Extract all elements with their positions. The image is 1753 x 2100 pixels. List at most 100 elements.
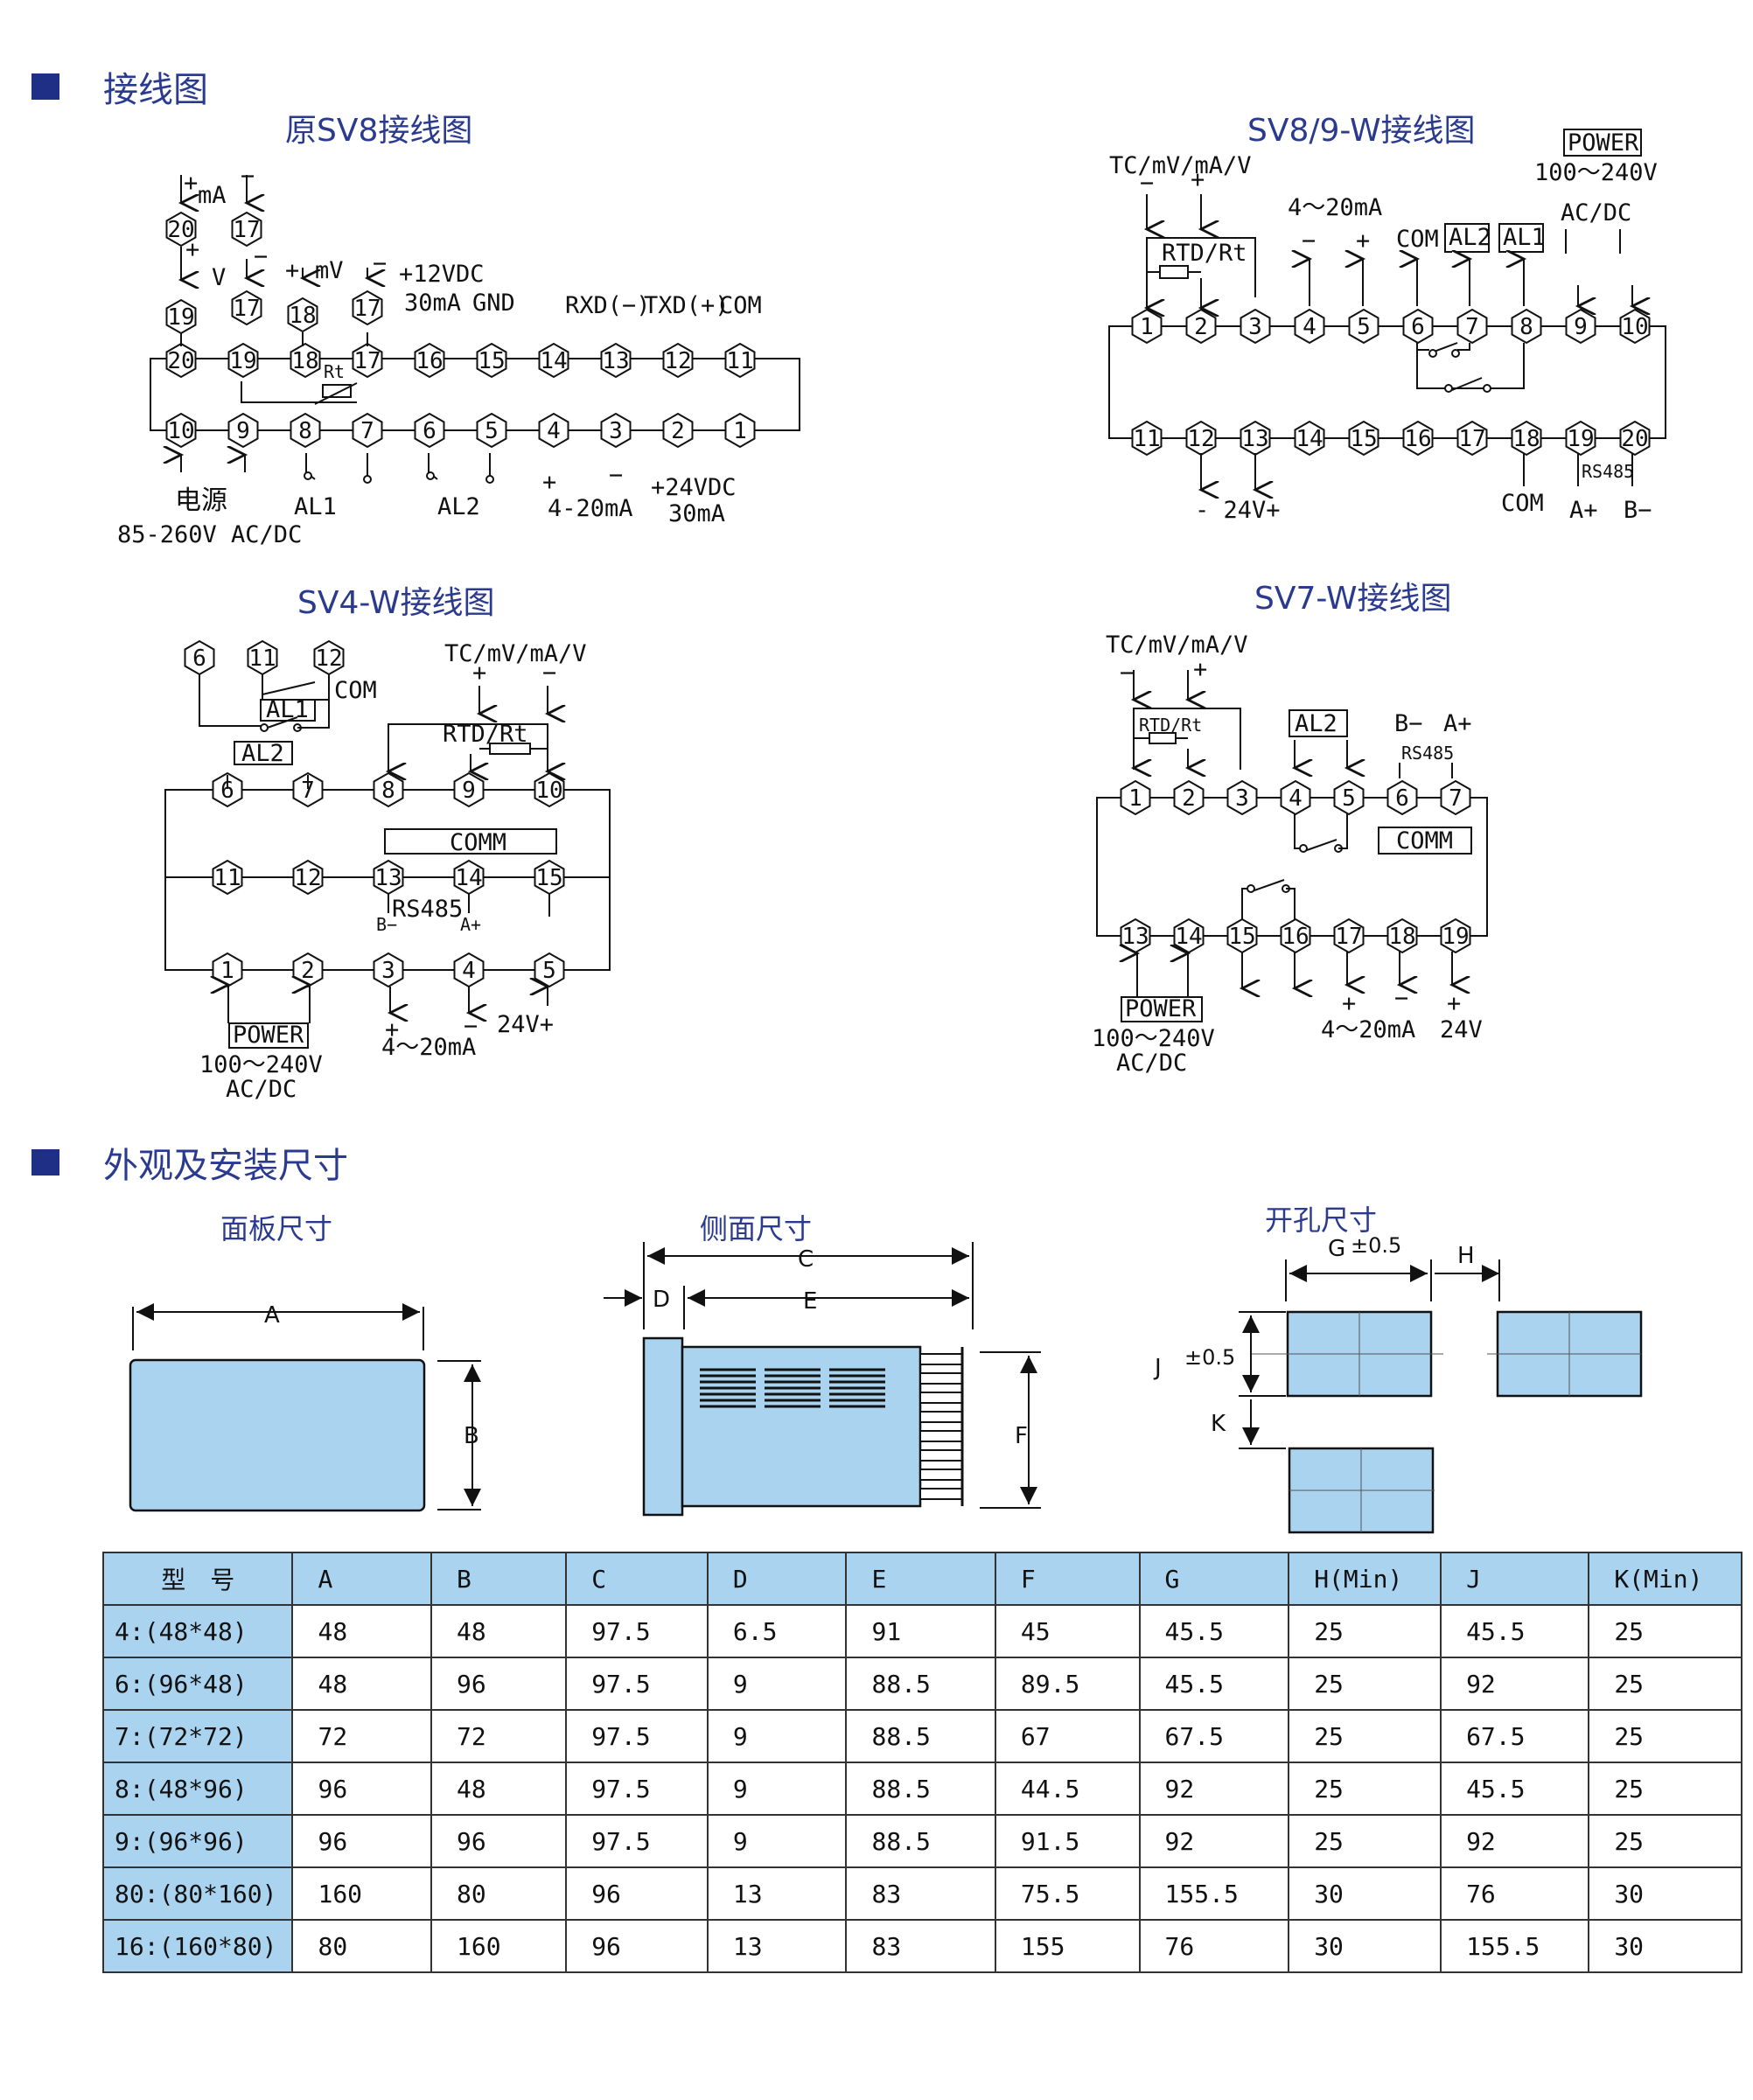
sv7w-terminal-4-label: 4: [1289, 785, 1303, 812]
sv8-terminal-3: [600, 412, 632, 449]
table-cell: 83: [845, 1866, 996, 1921]
diagram-label: COM: [1501, 490, 1544, 517]
table-cell: 97.5: [565, 1657, 709, 1711]
diagram-label: 30mA: [668, 500, 725, 527]
sv4w-terminal-7: [292, 771, 324, 808]
table-header-cell: E: [845, 1552, 996, 1606]
sv7w-terminal-19: [1440, 917, 1471, 954]
diagram-label: −: [1140, 170, 1154, 197]
sv8-aux-terminal-17: [352, 290, 383, 326]
diagram-label: TXD(+): [644, 292, 730, 319]
table-cell: 67.5: [1440, 1709, 1590, 1763]
diagram-label: COM: [1396, 226, 1439, 253]
diagram-stroke: [199, 673, 236, 727]
table-cell: 25: [1588, 1762, 1743, 1816]
diagram-stroke: [388, 723, 548, 761]
sv4w-terminal-3-label: 3: [381, 958, 395, 984]
table-header-cell: F: [994, 1552, 1141, 1606]
diagram-label: E: [803, 1288, 817, 1315]
diagram-stroke: [642, 1336, 684, 1517]
sv8-aux-terminal-17-label: 17: [353, 296, 381, 322]
sv7w-terminal-6: [1386, 779, 1418, 816]
sv89w-terminal-18: [1511, 420, 1542, 457]
model-cell: 16:(160*80): [101, 1919, 294, 1973]
diagram-label: +: [184, 170, 198, 197]
sv89w-terminal-13-label: 13: [1241, 426, 1268, 452]
diagram-stroke: [1247, 884, 1255, 893]
sv89w-terminal-17-label: 17: [1458, 426, 1485, 452]
section-dimensions: 外观及安装尺寸: [31, 1137, 348, 1188]
diagram-label: −: [1120, 659, 1134, 687]
sv89w-terminal-19-label: 19: [1567, 426, 1594, 452]
sv89w-terminal-8: [1511, 308, 1542, 345]
table-cell: 72: [291, 1709, 433, 1763]
sv89w-terminal-9: [1565, 308, 1596, 345]
table-cell: 25: [1588, 1814, 1743, 1868]
model-cell: 9:(96*96): [101, 1814, 294, 1868]
diagram-stroke: [129, 1358, 426, 1512]
sv89w-terminal-15: [1348, 420, 1379, 457]
table-cell: 67: [994, 1709, 1141, 1763]
sv4w-terminal-14-label: 14: [455, 865, 482, 891]
diagram-label: - 24V+: [1195, 497, 1281, 524]
sv8-terminal-6: [414, 412, 445, 449]
diagram-stroke: [234, 741, 293, 765]
sv4w-terminal-10: [534, 771, 565, 808]
sv8-aux-terminal-18: [287, 297, 318, 333]
table-cell: 80: [430, 1866, 568, 1921]
sv8-terminal-2-label: 2: [671, 418, 685, 444]
terminal-pin: [919, 1353, 963, 1365]
sv4w-terminal-12: [292, 859, 324, 896]
table-cell: 160: [430, 1919, 568, 1973]
sv4w-terminal-8-label: 8: [381, 778, 395, 804]
table-cell: 25: [1288, 1657, 1442, 1711]
section-bullet: [31, 1149, 59, 1176]
diagram-label: −: [464, 1013, 478, 1040]
diagram-stroke: [262, 681, 316, 695]
diagram-label: +: [1447, 990, 1461, 1017]
diagram-label: AL2: [437, 493, 480, 520]
diagram-label: −: [542, 659, 556, 687]
sv8-terminal-2: [662, 412, 694, 449]
sv89w-terminal-9-label: 9: [1574, 314, 1588, 340]
sv8-terminal-4: [538, 412, 569, 449]
diagram-label: −: [609, 462, 623, 489]
sv4w-terminal-11-label: 11: [213, 865, 241, 891]
sv89w-terminal-3-label: 3: [1248, 314, 1262, 340]
sv8-aux-terminal-18-label: 18: [289, 303, 316, 329]
sv8-terminal-5-label: 5: [485, 418, 499, 444]
terminal-pin: [919, 1372, 963, 1385]
diagram-label: +24VDC: [651, 474, 737, 501]
table-cell: 48: [430, 1762, 568, 1816]
diagram-label: AL2: [1449, 224, 1491, 251]
diagram-stroke: [1289, 709, 1348, 737]
sv89w-terminal-4: [1294, 308, 1325, 345]
sv89w-terminal-7-label: 7: [1465, 314, 1479, 340]
table-cell: 91: [845, 1604, 996, 1658]
table-cell: 88.5: [845, 1657, 996, 1711]
sv7w-terminal-14-label: 14: [1175, 924, 1202, 950]
sv89w-terminal-20-label: 20: [1621, 426, 1648, 452]
diagram-label: D: [653, 1287, 670, 1313]
sv89w-terminal-5-label: 5: [1357, 314, 1371, 340]
panel-dimension-view: A B: [129, 1302, 481, 1512]
sv4w-terminal-6: [212, 771, 243, 808]
sv7w-terminal-15-label: 15: [1228, 924, 1255, 950]
diagram-label: +: [1342, 990, 1356, 1017]
diagram-stroke: [304, 471, 312, 480]
sv7w-terminal-17-label: 17: [1335, 924, 1362, 950]
diagram-label: +: [385, 1016, 399, 1043]
table-cell: 96: [565, 1919, 709, 1973]
sv8-terminal-15: [476, 342, 507, 379]
diagram-label: ±0.5: [1351, 1233, 1401, 1258]
terminal-pin: [919, 1430, 963, 1442]
diagram-stroke: [1306, 839, 1337, 851]
sv8-terminal-4-label: 4: [547, 418, 561, 444]
sv8-terminal-11: [724, 342, 756, 379]
